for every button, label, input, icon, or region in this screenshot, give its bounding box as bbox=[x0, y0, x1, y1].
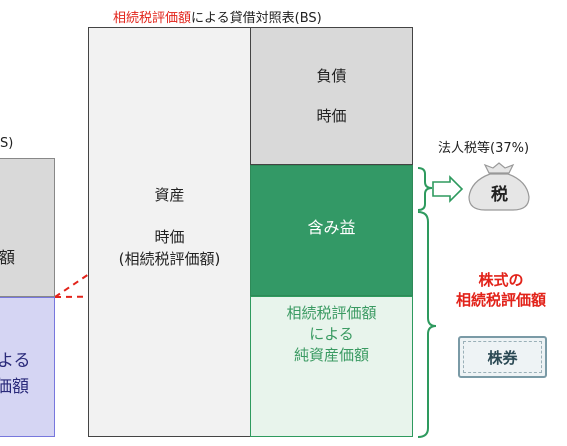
bs-title-highlight: 相続税評価額 bbox=[113, 11, 192, 26]
asset-valuation-note: (相続税評価額) bbox=[118, 250, 221, 268]
asset-block: 資産 時価 (相続税評価額) bbox=[88, 27, 251, 437]
net-asset-block: 相続税評価額 による 純資産価額 bbox=[250, 296, 413, 437]
unrealized-gain-block: 含み益 bbox=[250, 165, 413, 296]
tax-bag-text: 税 bbox=[491, 185, 508, 205]
stock-valuation-label: 株式の 相続税評価額 bbox=[436, 270, 566, 310]
liability-label: 負債 bbox=[316, 67, 347, 85]
liability-value-label: 時価 bbox=[316, 107, 347, 125]
left-bs-header-fragment: S) bbox=[0, 136, 14, 151]
left-bs-bottom-block: よる 価額 bbox=[0, 297, 55, 437]
net-asset-bracket bbox=[417, 211, 437, 438]
stock-certificate-icon: 株券 bbox=[458, 336, 547, 378]
tax-bag-icon bbox=[468, 162, 530, 211]
stock-valuation-line-2: 相続税評価額 bbox=[455, 291, 546, 309]
left-bs-bottom-line-2: 価額 bbox=[0, 377, 29, 397]
asset-value-label: 時価 bbox=[154, 228, 185, 246]
tax-label: 法人税等(37%) bbox=[438, 141, 530, 156]
gain-bracket bbox=[417, 167, 433, 211]
unrealized-gain-label: 含み益 bbox=[307, 217, 356, 237]
left-bs-top-text: 額 bbox=[0, 248, 16, 267]
net-asset-line-2: による bbox=[309, 325, 354, 343]
liability-block: 負債 時価 bbox=[250, 27, 413, 165]
net-asset-line-1: 相続税評価額 bbox=[286, 304, 377, 322]
net-asset-line-3: 純資産価額 bbox=[293, 346, 369, 364]
bs-title: 相続税評価額による貸借対照表(BS) bbox=[113, 7, 322, 26]
asset-label: 資産 bbox=[154, 186, 185, 204]
stock-certificate-text: 株券 bbox=[483, 346, 522, 368]
tax-arrow bbox=[432, 175, 464, 203]
left-bs-top-block: 額 bbox=[0, 158, 55, 297]
stock-valuation-line-1: 株式の bbox=[478, 271, 524, 289]
left-bs-bottom-line-1: よる bbox=[0, 351, 31, 371]
bs-title-rest: による貸借対照表(BS) bbox=[191, 11, 322, 26]
